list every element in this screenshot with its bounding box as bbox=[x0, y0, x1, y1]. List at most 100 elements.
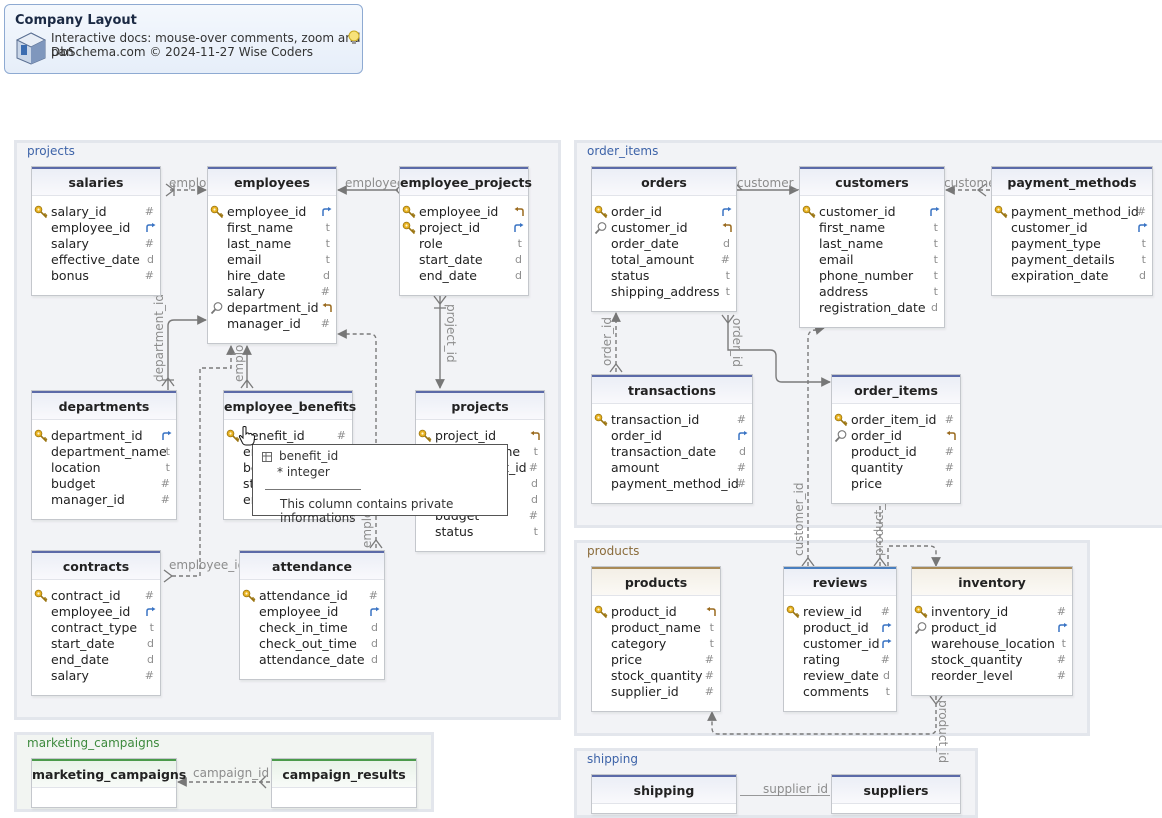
table-title[interactable]: employees bbox=[208, 167, 336, 196]
table-title[interactable]: campaign_results bbox=[272, 759, 416, 788]
column-row[interactable]: quantity# bbox=[832, 460, 960, 476]
table-shipping[interactable]: shipping bbox=[591, 774, 737, 814]
column-row[interactable]: amount# bbox=[592, 460, 752, 476]
rel-employees-departments[interactable] bbox=[167, 315, 207, 390]
rel-reviews-customers[interactable] bbox=[807, 325, 825, 566]
column-row[interactable]: employee_id bbox=[240, 604, 384, 620]
table-title[interactable]: order_items bbox=[832, 375, 960, 404]
column-row[interactable]: order_id bbox=[592, 204, 736, 220]
column-row[interactable]: department_id bbox=[208, 300, 336, 316]
table-title[interactable]: projects bbox=[416, 391, 544, 420]
column-row[interactable]: customer_id bbox=[784, 636, 896, 652]
table-title[interactable]: contracts bbox=[32, 551, 160, 580]
column-row[interactable]: price# bbox=[592, 652, 720, 668]
column-row[interactable]: employee_id bbox=[32, 220, 160, 236]
column-row[interactable]: project_id bbox=[416, 428, 544, 444]
table-marketing-campaigns[interactable]: marketing_campaigns bbox=[31, 758, 186, 808]
table-suppliers[interactable]: suppliers bbox=[831, 774, 961, 814]
table-campaign-results[interactable]: campaign_results bbox=[271, 758, 417, 808]
table-title[interactable]: employee_benefits bbox=[224, 391, 356, 420]
column-row[interactable]: bonus# bbox=[32, 268, 160, 284]
column-row[interactable]: salary_id# bbox=[32, 204, 160, 220]
table-title[interactable]: shipping bbox=[592, 775, 736, 804]
column-row[interactable]: budget# bbox=[32, 476, 176, 492]
column-row[interactable]: customer_id bbox=[800, 204, 944, 220]
column-row[interactable]: stock_quantity# bbox=[592, 668, 720, 684]
rel-attendance-employees[interactable] bbox=[337, 329, 377, 548]
column-row[interactable]: payment_method_id# bbox=[592, 476, 752, 492]
table-title[interactable]: payment_methods bbox=[992, 167, 1152, 196]
column-row[interactable]: attendance_id# bbox=[240, 588, 384, 604]
column-row[interactable]: manager_id# bbox=[208, 316, 336, 332]
column-row[interactable]: inventory_id# bbox=[912, 604, 1072, 620]
column-row[interactable]: project_id bbox=[400, 220, 528, 236]
table-title[interactable]: employee_projects bbox=[400, 167, 532, 196]
column-row[interactable]: transaction_id# bbox=[592, 412, 752, 428]
table-title[interactable]: attendance bbox=[240, 551, 384, 580]
rel-contracts-employees[interactable] bbox=[172, 345, 236, 577]
column-row[interactable]: product_id bbox=[784, 620, 896, 636]
column-row[interactable]: salary# bbox=[208, 284, 336, 300]
rel-reviews-inventory[interactable] bbox=[887, 545, 941, 567]
column-row[interactable]: contract_id# bbox=[32, 588, 160, 604]
table-title[interactable]: suppliers bbox=[832, 775, 960, 804]
column-row[interactable]: employee_id bbox=[400, 204, 528, 220]
table-title[interactable]: marketing_campaigns bbox=[32, 759, 186, 788]
column-row[interactable]: employee_id bbox=[208, 204, 336, 220]
column-row[interactable]: supplier_id# bbox=[592, 684, 720, 700]
rel-order-items-orders[interactable] bbox=[727, 315, 831, 387]
rel-inventory-products[interactable] bbox=[707, 696, 937, 735]
column-row[interactable]: manager_id# bbox=[32, 492, 176, 508]
column-row[interactable]: review_id# bbox=[784, 604, 896, 620]
column-row[interactable]: product_id# bbox=[832, 444, 960, 460]
table-title[interactable]: salaries bbox=[32, 167, 160, 196]
column-row[interactable]: order_id bbox=[592, 428, 752, 444]
column-row[interactable]: department_id bbox=[32, 428, 176, 444]
column-row[interactable]: employee_id bbox=[32, 604, 160, 620]
column-row[interactable]: product_id bbox=[592, 604, 720, 620]
